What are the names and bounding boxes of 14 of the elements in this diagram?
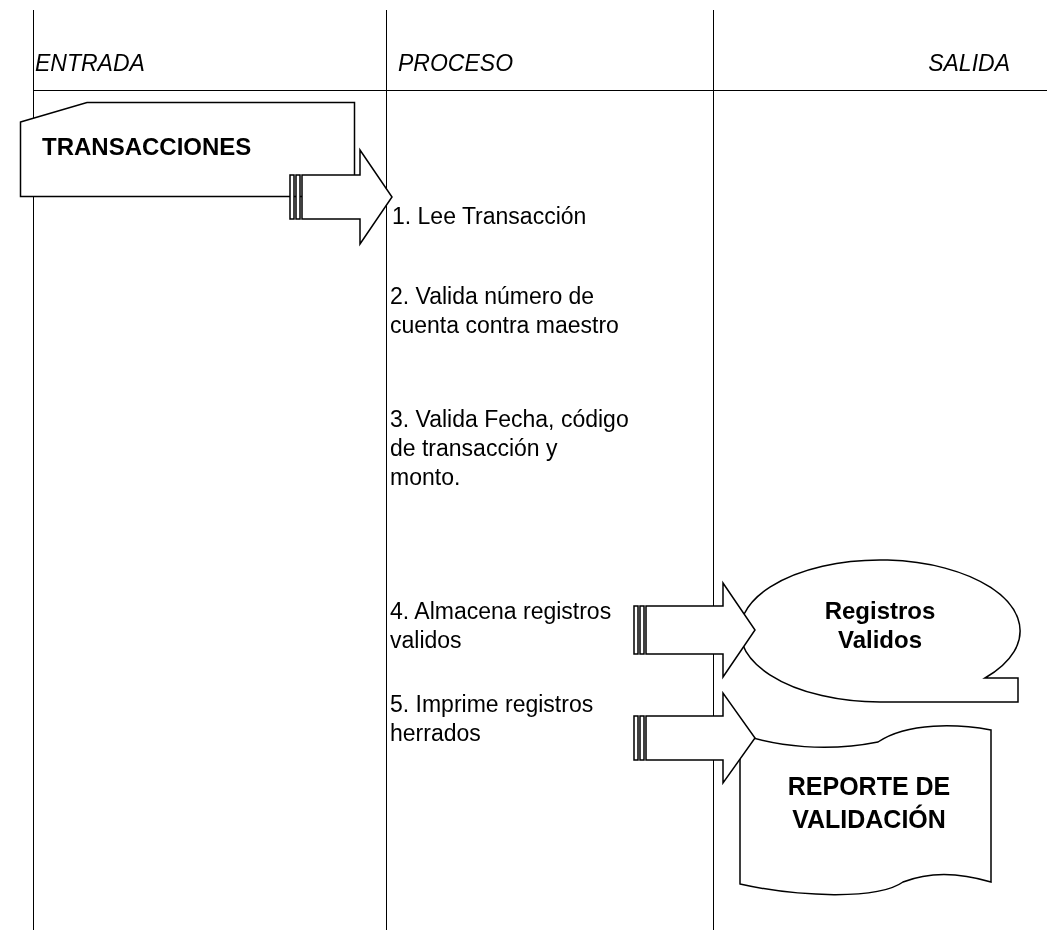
process-step: 1. Lee Transacción	[392, 202, 632, 231]
column-heading: ENTRADA	[35, 50, 146, 77]
shape-label: TRANSACCIONES	[42, 132, 252, 161]
block-arrow	[633, 580, 756, 680]
shape-label: REPORTE DE VALIDACIÓN	[786, 771, 952, 835]
block-arrow	[633, 690, 756, 786]
process-step: 3. Valida Fecha, código de transacción y monto.	[390, 405, 630, 492]
process-step: 5. Imprime registros herrados	[390, 690, 630, 748]
shape-label: Registros Validos	[823, 596, 937, 654]
block-arrow	[289, 147, 393, 247]
process-step: 4. Almacena registros validos	[390, 597, 630, 655]
process-step: 2. Valida número de cuenta contra maestro	[390, 282, 630, 340]
column-heading: PROCESO	[398, 50, 515, 77]
column-heading: SALIDA	[927, 50, 1010, 77]
